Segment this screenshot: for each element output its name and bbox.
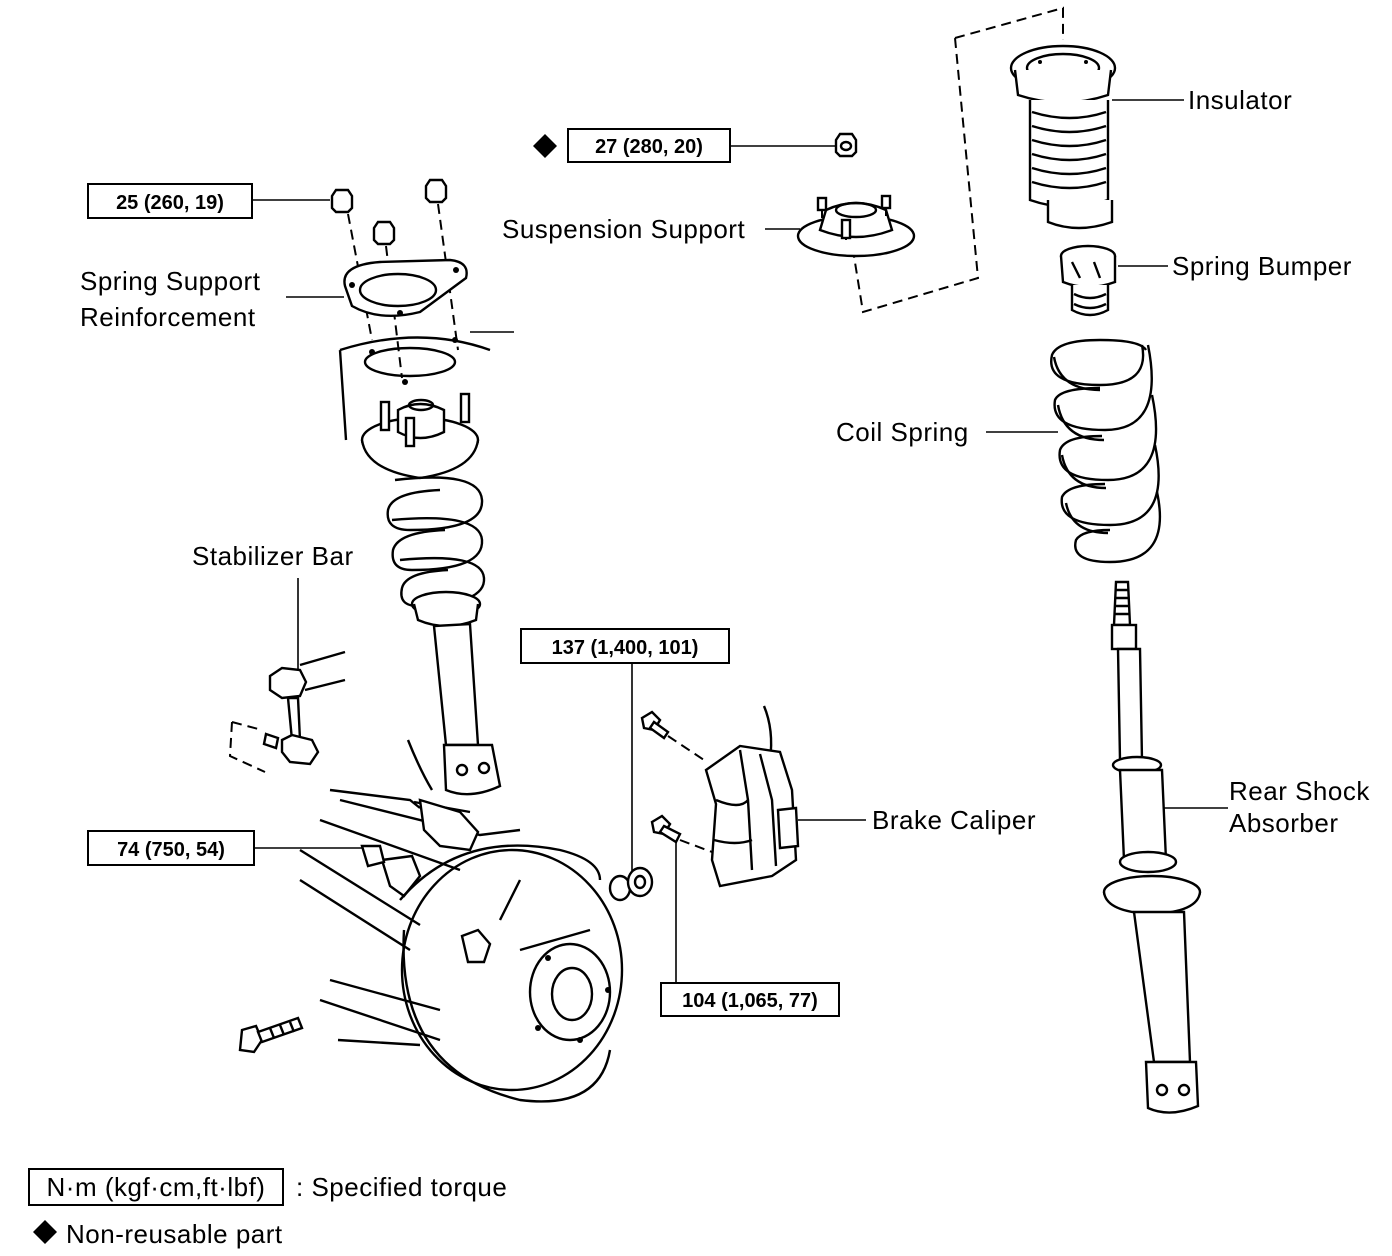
caliper-upper-bolt bbox=[640, 710, 670, 740]
axle-hub-part bbox=[299, 739, 624, 1103]
legend-nonreusable-desc: Non-reusable part bbox=[66, 1219, 283, 1249]
torque-137-box bbox=[520, 628, 730, 664]
legend-diamond-icon bbox=[33, 1220, 57, 1244]
lower-bolt bbox=[238, 1016, 304, 1054]
strut-assembly-part bbox=[338, 331, 514, 796]
reinforcement-label-line2: Reinforcement bbox=[80, 302, 256, 332]
legend-torque-unit: N·m (kgf·cm,ft·lbf) bbox=[47, 1172, 266, 1202]
caliper-lower-bolt bbox=[650, 814, 682, 844]
torque-104-box bbox=[660, 982, 840, 1017]
spring-bumper-part bbox=[1059, 244, 1117, 317]
torque-74-box bbox=[87, 830, 255, 866]
torque-74-value: 74 (750, 54) bbox=[117, 839, 225, 861]
legend-torque-desc: : Specified torque bbox=[296, 1172, 507, 1202]
torque-25-box bbox=[87, 183, 253, 219]
legend-torque-box bbox=[28, 1168, 284, 1206]
caliper-washers bbox=[608, 866, 654, 902]
suspension-support-label: Suspension Support bbox=[502, 214, 745, 244]
stabilizer-bar-part bbox=[262, 650, 346, 766]
spring-bumper-label: Spring Bumper bbox=[1172, 251, 1352, 281]
torque-27-box bbox=[567, 128, 731, 163]
rear-shock-absorber-part bbox=[1102, 580, 1202, 1114]
rear-shock-label-line1: Rear Shock bbox=[1229, 776, 1370, 806]
assembly-dashed-outline bbox=[852, 6, 1064, 314]
insulator-label: Insulator bbox=[1188, 85, 1292, 115]
torque-137-value: 137 (1,400, 101) bbox=[552, 637, 699, 659]
suspension-support-part bbox=[796, 194, 916, 258]
torque-104-value: 104 (1,065, 77) bbox=[682, 990, 818, 1012]
caliper-upper-dash bbox=[667, 735, 705, 761]
caliper-lower-dash bbox=[679, 839, 713, 853]
spring-support-nuts bbox=[330, 178, 448, 246]
stabilizer-dashed bbox=[228, 721, 266, 773]
insulator-part bbox=[1009, 44, 1117, 230]
brake-caliper-label: Brake Caliper bbox=[872, 805, 1036, 835]
coil-spring-part bbox=[1050, 338, 1162, 564]
spring-support-reinforcement-part bbox=[343, 258, 468, 317]
coil-spring-label: Coil Spring bbox=[836, 417, 969, 447]
brake-caliper-part bbox=[704, 705, 800, 888]
stabilizer-bar-label: Stabilizer Bar bbox=[192, 541, 354, 571]
reinforcement-label-line1: Spring Support bbox=[80, 266, 261, 296]
nonreusable-diamond-icon bbox=[533, 134, 557, 158]
torque-25-value: 25 (260, 19) bbox=[116, 192, 224, 214]
suspension-support-nut bbox=[834, 132, 858, 158]
torque-27-value: 27 (280, 20) bbox=[595, 136, 703, 158]
rear-shock-label-line2: Absorber bbox=[1229, 808, 1339, 838]
